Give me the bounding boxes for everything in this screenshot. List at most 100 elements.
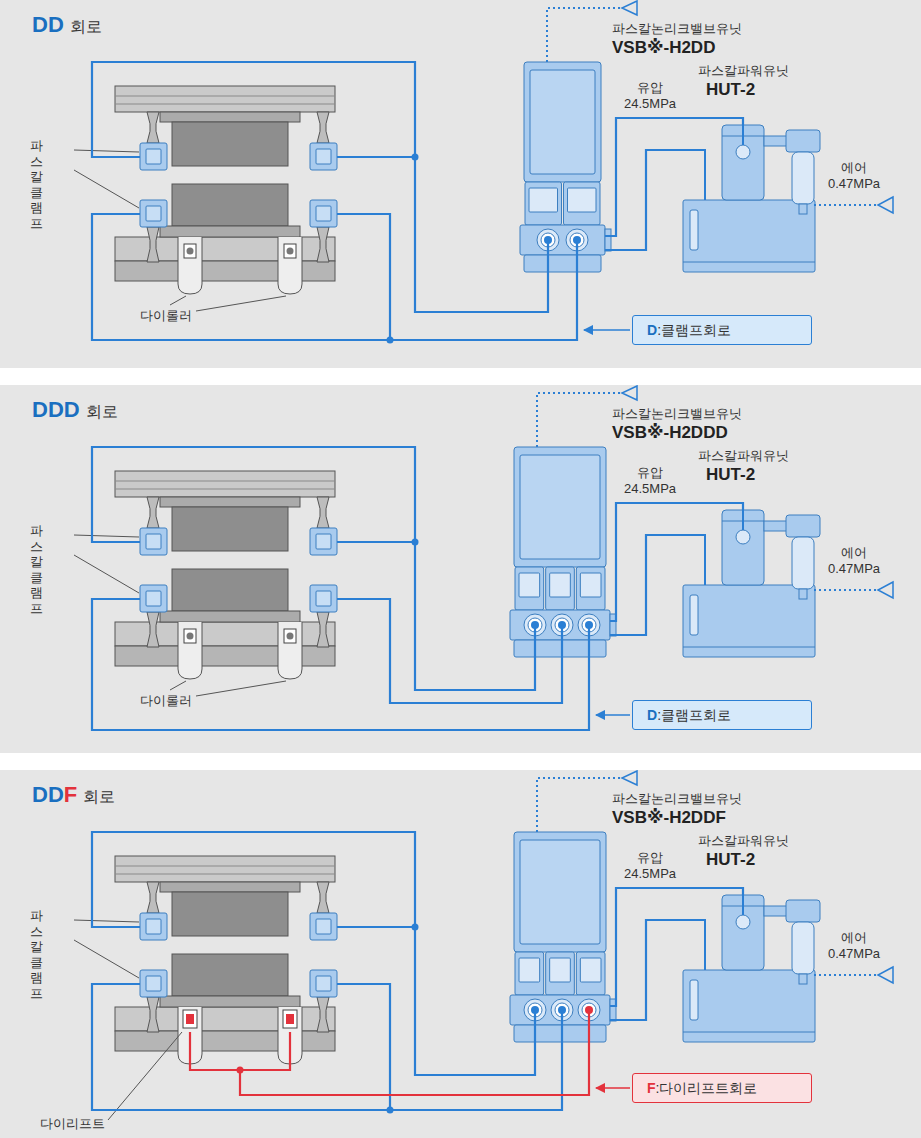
air-source-symbol [878,582,893,598]
panel-title: DDD회로 [32,397,118,423]
air-supply-line [814,204,878,206]
leader-lines [74,150,286,311]
lower-die [172,569,288,611]
unit-name: 파스칼파워유닛 [698,447,789,465]
callout-arrow [596,1087,630,1089]
circuit-panel: DD회로파스칼논리크밸브유닛VSB※-H2DD파스칼파워유닛HUT-2D:클램프… [0,0,921,368]
port-center [531,1006,539,1014]
valve-panel [520,455,600,559]
roller-wheel [287,633,294,640]
air-supply-line [814,974,878,976]
junction-dot [237,1067,244,1074]
model-number: VSB※-H2DD [612,37,715,58]
upper-slide [115,471,335,497]
clamp-rod [147,997,159,1032]
pilot-air-line [537,778,622,832]
circuit-panel: DDD회로파스칼논리크밸브유닛VSB※-H2DDD파스칼파워유닛HUT-2D:클… [0,385,921,753]
power-unit-illustration [680,125,893,272]
power-unit-illustration [680,510,893,657]
panel-title-text: 회로 [70,17,102,38]
leader-line [74,920,139,978]
part-label: 유압 24.5MPa [624,80,676,111]
air-elbow [764,521,788,531]
unit-name: 파스칼논리크밸브유닛 [612,405,742,423]
solenoid-window [580,958,601,982]
manifold-end [605,229,611,251]
part-label: 다이롤러 [140,693,192,709]
valve-base [514,1025,606,1042]
roller-wheel [187,248,194,255]
clamp-face [146,976,161,991]
solenoid-block [525,182,562,225]
clamp-face [316,591,331,606]
upper-die-plate [160,112,300,122]
die-roller-slot [278,622,302,679]
oil-gauge [690,980,698,1020]
connectors [610,503,743,635]
part-label: 유압 24.5MPa [624,465,676,496]
die-lift-port [186,1014,194,1024]
lower-die [172,954,288,996]
clamp-rod [317,497,329,528]
air-supply-line [814,589,878,591]
air-regulator [786,130,820,152]
callout-arrow [584,329,630,331]
slide-groove [115,481,335,489]
port-center [585,621,593,629]
callout-text: :클램프회로 [657,321,731,339]
hydraulic-line [610,535,680,635]
clamp-line [92,832,535,1075]
clamp-line [92,599,589,730]
circuit-panel: DDF회로파스칼논리크밸브유닛VSB※-H2DDF파스칼파워유닛HUT-2F:다… [0,770,921,1138]
part-label: 다이리프트 [40,1116,105,1132]
panel-title-text: F [64,782,77,808]
press-illustration [115,471,337,679]
leader-line [108,1032,182,1120]
callout-text: :다이리프트회로 [656,1079,758,1097]
circuit-lines [92,447,630,730]
filter-drain [799,974,807,984]
callout-text: D [647,706,657,724]
air-elbow [764,136,788,146]
die-lift-line [240,1010,589,1095]
upper-die [172,892,288,936]
solenoid-window [529,188,558,212]
air-source-symbol [878,197,893,213]
hydraulic-line [605,118,743,236]
pump-port [736,145,750,159]
clamp-face [316,149,331,164]
leader-lines [74,535,286,696]
hydraulic-line [610,920,680,1020]
leader-lines [74,920,182,1120]
clamp-face [146,149,161,164]
unit-name: 파스칼파워유닛 [698,832,789,850]
part-label: 에어 0.47MPa [828,545,880,576]
solenoid-window [519,958,540,982]
pipe-stub [680,510,743,585]
solenoid-block [576,952,605,995]
pascal-clamp [310,970,337,997]
connectors [610,888,743,1020]
pascal-clamp [140,143,167,170]
oil-tank [683,200,815,272]
manifold [520,225,605,255]
panel-illustration [0,0,921,368]
filter-bowl [792,922,814,974]
clamp-line [337,156,415,158]
roller-wheel [287,248,294,255]
leader-line [74,535,139,593]
clamp-face [316,919,331,934]
circuit-callout-box: F:다이리프트회로 [632,1073,812,1103]
clamp-rod [317,882,329,913]
circuit-callout-box: D:클램프회로 [632,700,812,730]
die-roller-slot [278,237,302,294]
pascal-clamp [140,585,167,612]
die-lift [183,1010,197,1028]
valve-cover [514,447,606,567]
clamp-line [92,62,548,312]
valve-cover [514,832,606,952]
solenoid-block [515,952,544,995]
air-source-symbol [878,967,893,983]
clamp-face [316,534,331,549]
